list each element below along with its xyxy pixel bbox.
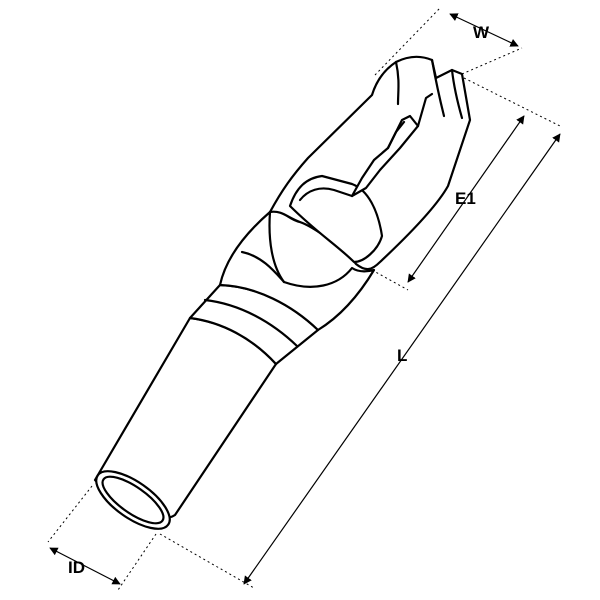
inner-diameter-label: ID	[68, 558, 85, 577]
dimension-lines	[49, 13, 561, 585]
width-dimension-line	[449, 13, 519, 47]
overall-length-label: L	[397, 346, 407, 365]
contact-length-label: E1	[455, 189, 476, 208]
inner-diameter-dimension-line	[49, 547, 121, 585]
overall-length-dimension-line	[243, 133, 561, 585]
barrel-opening	[95, 470, 171, 530]
width-label: W	[473, 23, 490, 42]
terminal-body	[93, 55, 472, 530]
